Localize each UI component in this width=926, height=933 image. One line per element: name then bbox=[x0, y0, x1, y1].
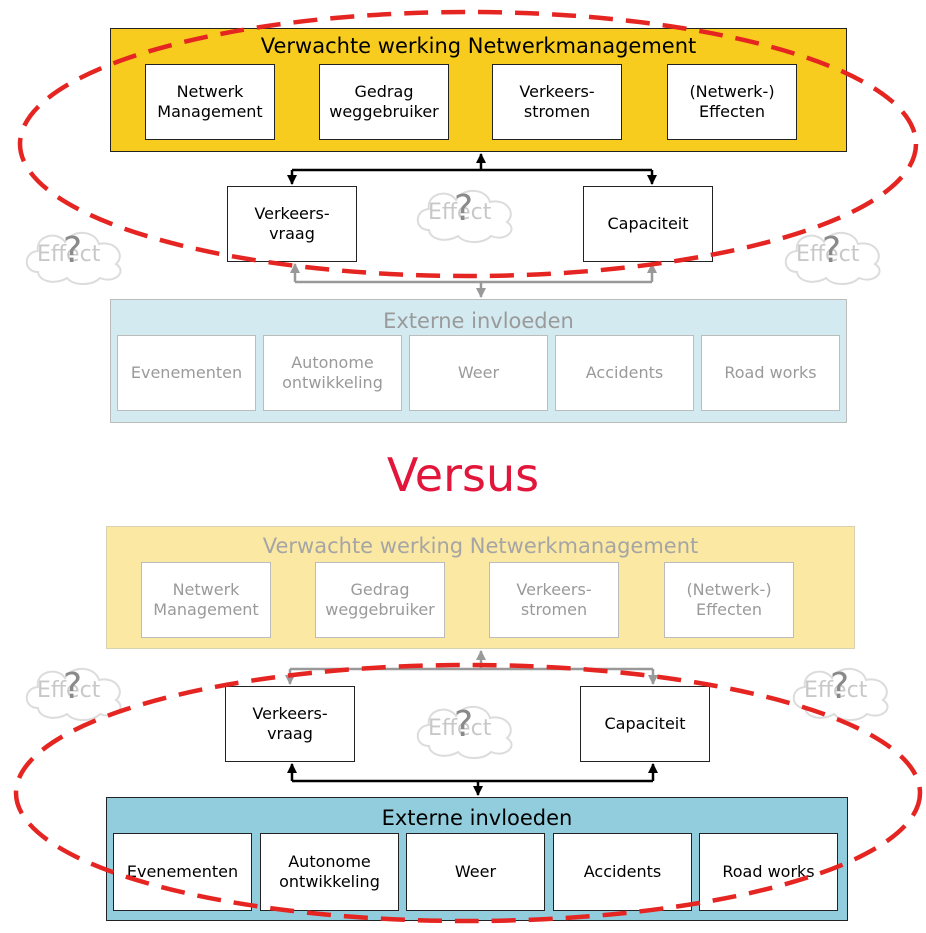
effect-cloud-icon: Effect ? bbox=[787, 662, 903, 722]
bottom-capacity-box: Capaciteit bbox=[580, 686, 710, 762]
effect-cloud-icon: Effect ? bbox=[779, 226, 895, 286]
cloud-word: Effect bbox=[37, 678, 101, 703]
bottom-external-accidents: Accidents bbox=[553, 833, 692, 911]
bottom-focus-ellipse bbox=[13, 662, 923, 924]
cloud-word: Effect bbox=[428, 716, 492, 741]
question-mark-icon: ? bbox=[63, 666, 83, 707]
top-step-network-effects: (Netwerk-) Effecten bbox=[667, 64, 797, 140]
top-step-network-management: Netwerk Management bbox=[145, 64, 275, 140]
bottom-management-title: Verwachte werking Netwerkmanagement bbox=[262, 534, 699, 558]
bottom-external-weather: Weer bbox=[406, 833, 545, 911]
bottom-external-autonomous-development: Autonome ontwikkeling bbox=[260, 833, 399, 911]
bottom-step-road-user-behaviour: Gedrag weggebruiker bbox=[315, 562, 445, 638]
top-management-title: Verwachte werking Netwerkmanagement bbox=[260, 34, 697, 58]
bottom-step-network-effects: (Netwerk-) Effecten bbox=[664, 562, 794, 638]
bottom-traffic-demand-box: Verkeers- vraag bbox=[225, 686, 355, 762]
top-external-road-works: Road works bbox=[701, 335, 840, 411]
cloud-word: Effect bbox=[804, 678, 868, 703]
bottom-external-events: Evenementen bbox=[113, 833, 252, 911]
effect-cloud-icon: Effect ? bbox=[411, 184, 527, 244]
top-external-title: Externe invloeden bbox=[383, 309, 574, 333]
bottom-step-traffic-flows: Verkeers- stromen bbox=[489, 562, 619, 638]
question-mark-icon: ? bbox=[454, 188, 474, 229]
top-external-weather: Weer bbox=[409, 335, 548, 411]
top-step-road-user-behaviour: Gedrag weggebruiker bbox=[319, 64, 449, 140]
top-external-autonomous-development: Autonome ontwikkeling bbox=[263, 335, 402, 411]
cloud-word: Effect bbox=[796, 242, 860, 267]
top-capacity-box: Capaciteit bbox=[583, 186, 713, 262]
bottom-external-title: Externe invloeden bbox=[381, 806, 573, 830]
versus-heading: Versus bbox=[386, 448, 540, 502]
question-mark-icon: ? bbox=[830, 666, 850, 707]
question-mark-icon: ? bbox=[454, 704, 474, 745]
top-traffic-demand-box: Verkeers- vraag bbox=[227, 186, 357, 262]
top-external-events: Evenementen bbox=[117, 335, 256, 411]
cloud-word: Effect bbox=[37, 242, 101, 267]
question-mark-icon: ? bbox=[822, 230, 842, 271]
question-mark-icon: ? bbox=[63, 230, 83, 271]
effect-cloud-icon: Effect ? bbox=[20, 662, 136, 722]
bottom-external-road-works: Road works bbox=[699, 833, 838, 911]
top-focus-ellipse bbox=[17, 9, 919, 279]
effect-cloud-icon: Effect ? bbox=[411, 700, 527, 760]
cloud-word: Effect bbox=[428, 200, 492, 225]
bottom-step-network-management: Netwerk Management bbox=[141, 562, 271, 638]
top-external-accidents: Accidents bbox=[555, 335, 694, 411]
effect-cloud-icon: Effect ? bbox=[20, 226, 136, 286]
top-step-traffic-flows: Verkeers- stromen bbox=[492, 64, 622, 140]
